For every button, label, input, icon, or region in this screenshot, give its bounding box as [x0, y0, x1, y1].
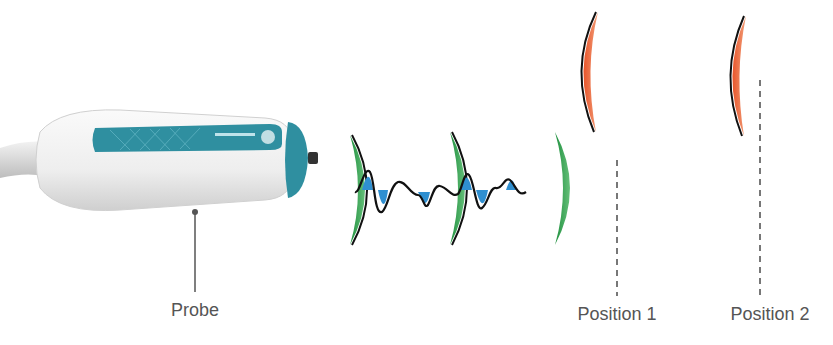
position-label: Position 1 [577, 304, 656, 326]
probe-pin [308, 152, 318, 164]
probe-nose [285, 122, 308, 198]
leader-dot [192, 209, 198, 215]
wavefronts [350, 132, 570, 245]
band-pattern [110, 128, 200, 150]
position-line [616, 160, 618, 296]
probe-band [93, 124, 283, 152]
probe-body [36, 110, 292, 211]
position-label: Position 2 [730, 304, 809, 326]
brand-mark [215, 133, 255, 136]
pulse-waveform [355, 171, 526, 212]
logo-dot [261, 130, 275, 144]
position-line [759, 80, 761, 296]
reflectors [581, 12, 746, 136]
leader-line [194, 212, 196, 292]
part-label: Probe [171, 300, 219, 322]
